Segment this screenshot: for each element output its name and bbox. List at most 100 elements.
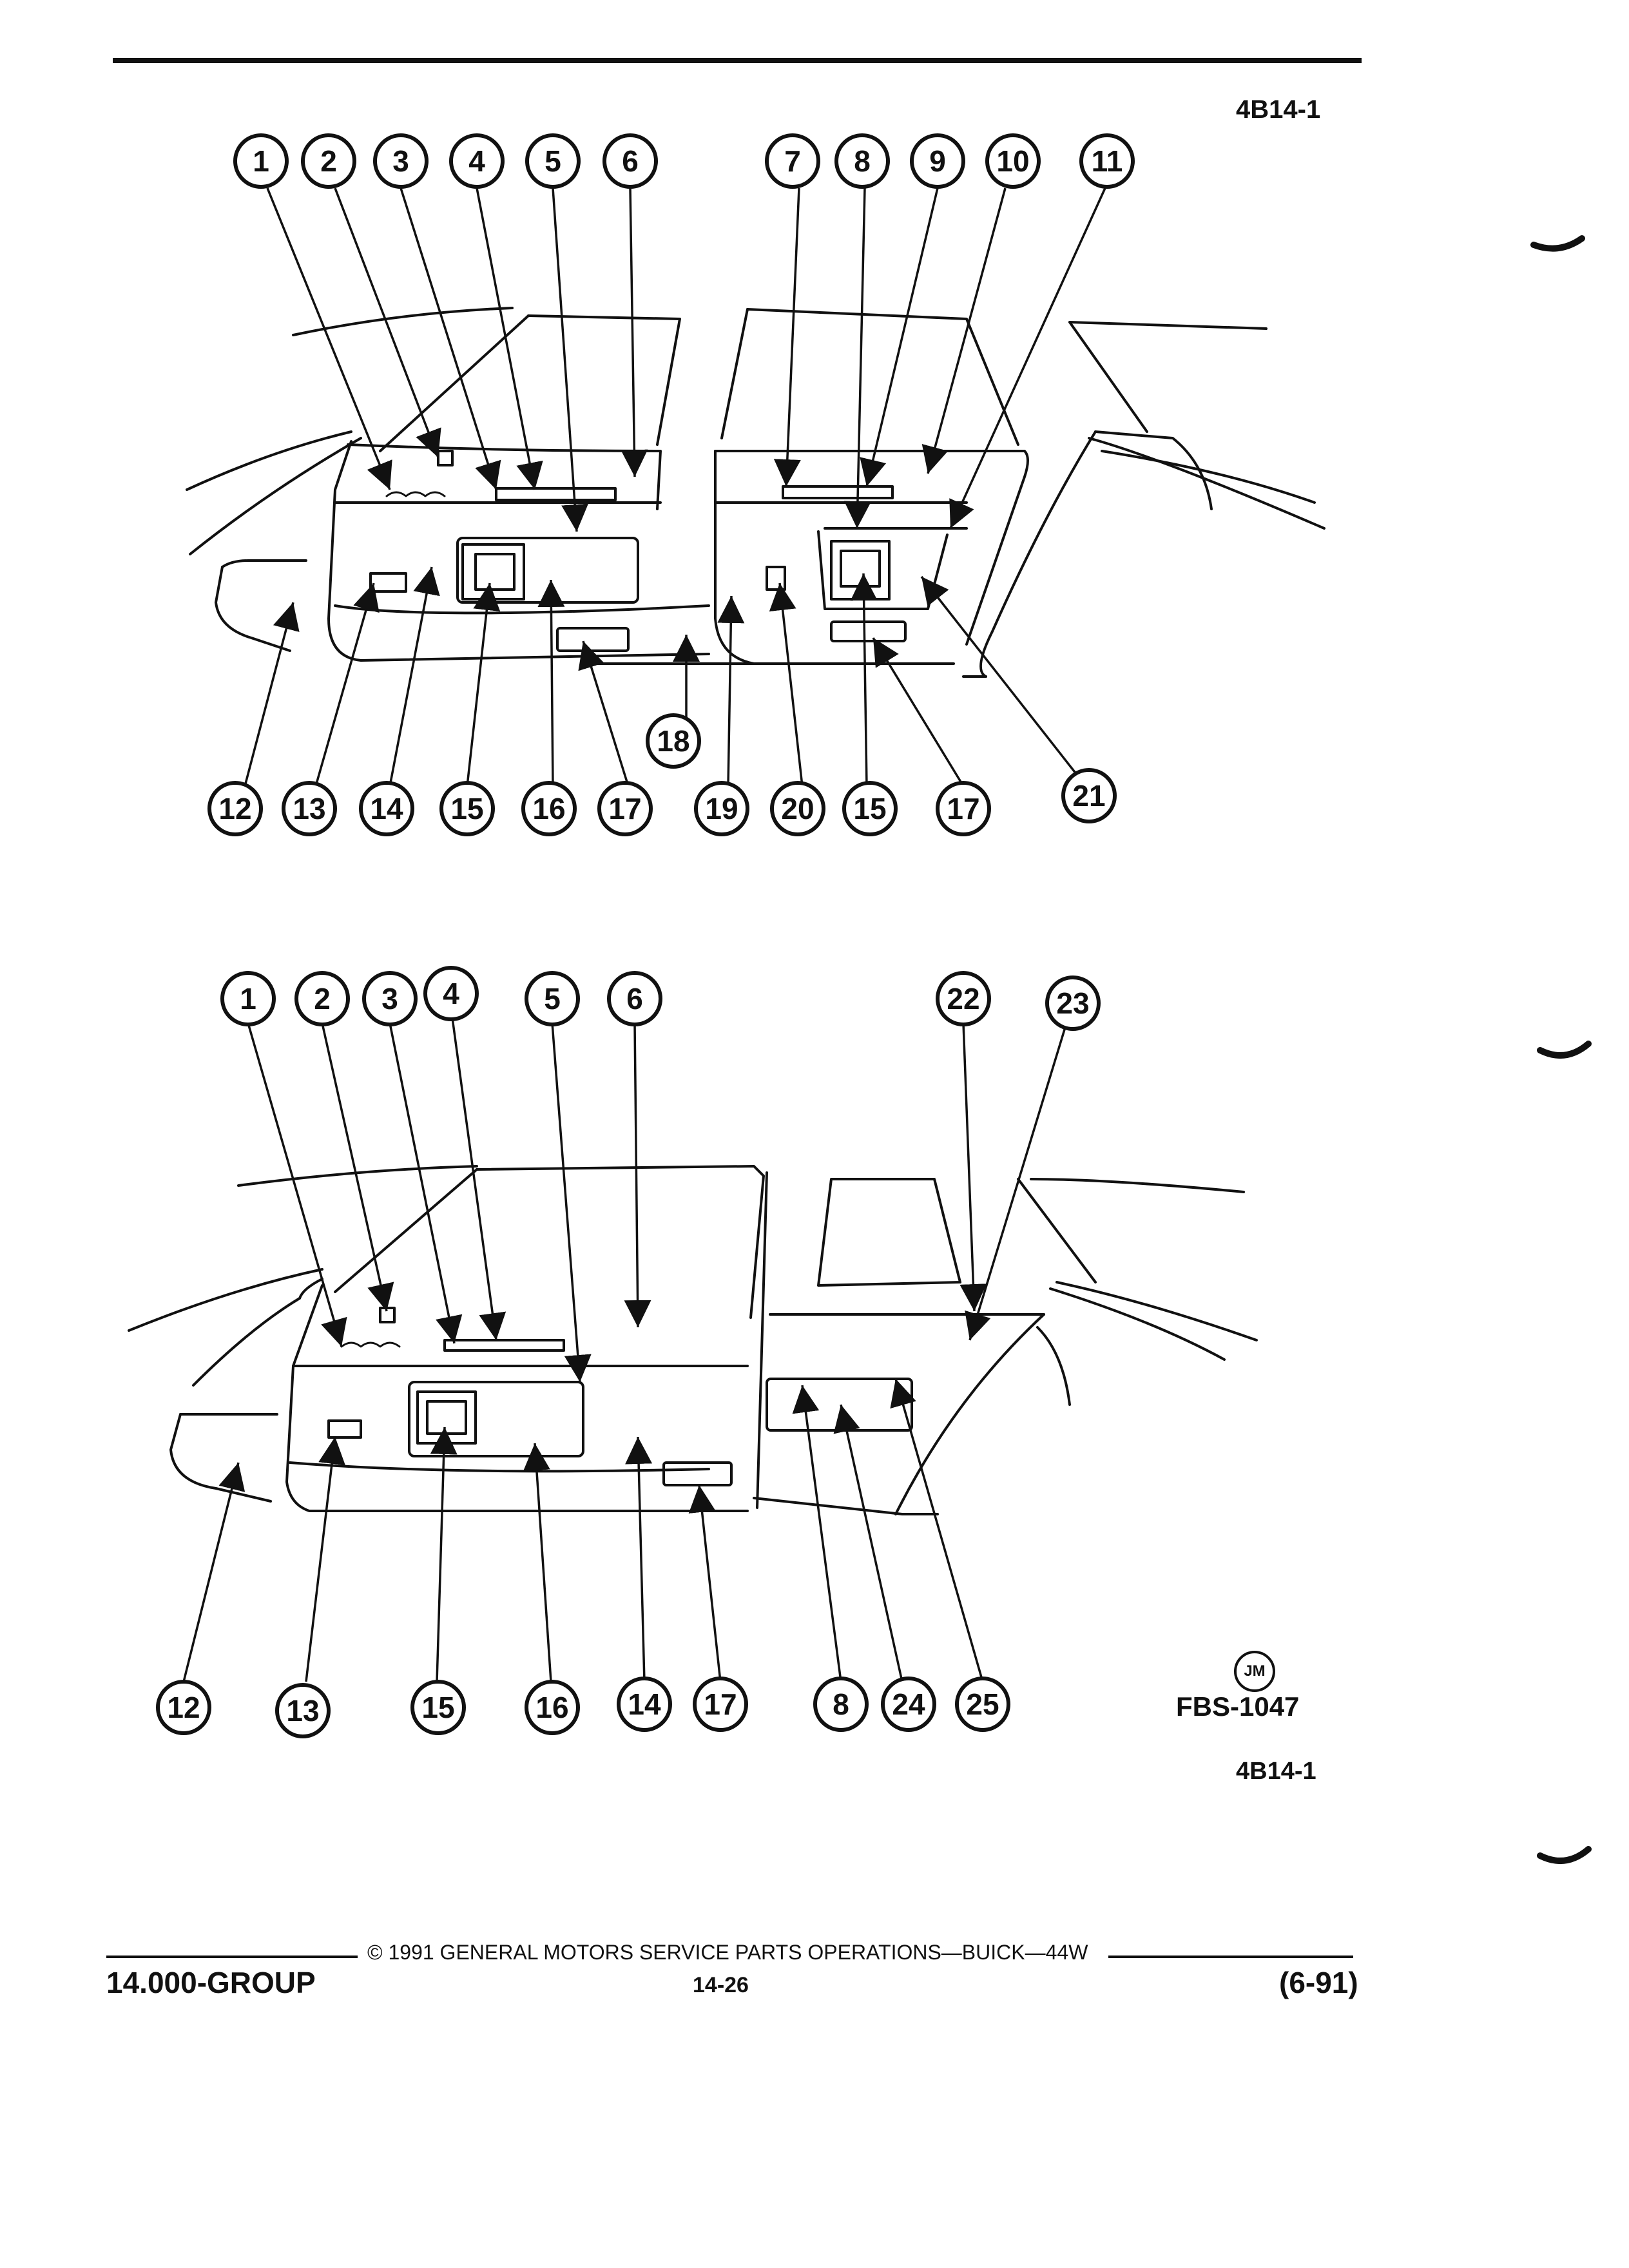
callout-number: 5 xyxy=(545,144,561,178)
callout-2: 2 xyxy=(301,133,356,189)
footer-date-code: (6-91) xyxy=(1279,1966,1358,1999)
footer-rule-right xyxy=(1108,1956,1353,1958)
callout-number: 13 xyxy=(286,1694,319,1727)
callout-number: 13 xyxy=(293,792,325,825)
callout-20: 20 xyxy=(770,781,825,836)
callout-number: 23 xyxy=(1056,986,1089,1020)
callout-number: 2 xyxy=(320,144,337,178)
callout-13: 13 xyxy=(275,1683,331,1738)
footer-copyright: © 1991 GENERAL MOTORS SERVICE PARTS OPER… xyxy=(367,1941,1088,1964)
callout-number: 2 xyxy=(314,982,331,1015)
callout-number: 8 xyxy=(854,144,871,178)
callout-number: 4 xyxy=(468,144,485,178)
callout-number: 6 xyxy=(626,982,643,1015)
callout-number: 9 xyxy=(929,144,946,178)
callout-10: 10 xyxy=(985,133,1041,189)
callout-number: 16 xyxy=(532,792,565,825)
top-rule xyxy=(113,58,1362,63)
callout-number: 17 xyxy=(704,1687,737,1721)
figure-code-bottom: 4B14-1 xyxy=(1236,1758,1316,1785)
callout-number: 16 xyxy=(535,1691,568,1724)
callout-15: 15 xyxy=(439,781,495,836)
callout-17: 17 xyxy=(693,1677,748,1732)
callout-number: 1 xyxy=(253,144,269,178)
callout-22: 22 xyxy=(936,971,991,1026)
figure-code-top: 4B14-1 xyxy=(1236,95,1321,124)
callout-21: 21 xyxy=(1061,768,1117,823)
callout-number: 5 xyxy=(544,982,561,1015)
callout-23: 23 xyxy=(1045,975,1101,1031)
callout-number: 4 xyxy=(443,977,459,1010)
callout-15: 15 xyxy=(410,1680,466,1735)
top-front-door-drawing xyxy=(186,307,755,665)
callout-number: 10 xyxy=(996,144,1029,178)
callout-number: 14 xyxy=(628,1687,661,1721)
callout-13: 13 xyxy=(282,781,337,836)
footer-group: 14.000-GROUP xyxy=(106,1966,316,1999)
callout-7: 7 xyxy=(765,133,820,189)
callout-number: 24 xyxy=(892,1687,925,1721)
callout-17: 17 xyxy=(597,781,653,836)
callout-18: 18 xyxy=(646,713,701,769)
callout-number: 12 xyxy=(167,1691,200,1724)
callout-number: 19 xyxy=(705,792,738,825)
callout-15: 15 xyxy=(842,781,898,836)
callout-number: 15 xyxy=(853,792,886,825)
callout-6: 6 xyxy=(607,971,662,1026)
callout-2: 2 xyxy=(294,971,350,1026)
callout-number: 20 xyxy=(781,792,814,825)
callout-number: 14 xyxy=(370,792,403,825)
callout-3: 3 xyxy=(373,133,429,189)
callout-number: 18 xyxy=(657,724,689,758)
callout-number: 15 xyxy=(421,1691,454,1724)
callout-4: 4 xyxy=(449,133,505,189)
callout-12: 12 xyxy=(156,1680,211,1735)
callout-number: 7 xyxy=(784,144,801,178)
callout-24: 24 xyxy=(881,1677,936,1732)
callout-number: 6 xyxy=(622,144,639,178)
callout-number: 8 xyxy=(833,1687,849,1721)
callout-number: 17 xyxy=(947,792,979,825)
bottom-door-drawing xyxy=(128,1165,1258,1515)
callout-number: 21 xyxy=(1072,779,1105,812)
callout-number: 17 xyxy=(608,792,641,825)
figure-number: FBS-1047 xyxy=(1176,1691,1300,1722)
callout-number: 22 xyxy=(947,982,979,1015)
callout-number: 3 xyxy=(381,982,398,1015)
callout-14: 14 xyxy=(617,1677,672,1732)
callout-14: 14 xyxy=(359,781,414,836)
callout-3: 3 xyxy=(362,971,418,1026)
top-rear-door-drawing xyxy=(714,308,1325,678)
callout-12: 12 xyxy=(207,781,263,836)
callout-number: 12 xyxy=(218,792,251,825)
callout-6: 6 xyxy=(602,133,658,189)
callout-16: 16 xyxy=(521,781,577,836)
callout-number: 1 xyxy=(240,982,256,1015)
callout-number: 11 xyxy=(1092,144,1123,178)
callout-5: 5 xyxy=(525,971,580,1026)
callout-5: 5 xyxy=(525,133,581,189)
callout-number: 15 xyxy=(450,792,483,825)
footer-rule-left xyxy=(106,1956,358,1958)
footer-page-number: 14-26 xyxy=(693,1973,749,1997)
artist-mark-text: JM xyxy=(1244,1662,1266,1680)
callout-1: 1 xyxy=(220,971,276,1026)
callout-8: 8 xyxy=(813,1677,869,1732)
callout-25: 25 xyxy=(955,1677,1010,1732)
callout-4: 4 xyxy=(423,966,479,1021)
callout-number: 3 xyxy=(392,144,409,178)
callout-11: 11 xyxy=(1079,133,1135,189)
callout-1: 1 xyxy=(233,133,289,189)
callout-9: 9 xyxy=(910,133,965,189)
callout-number: 25 xyxy=(966,1687,999,1721)
callout-17: 17 xyxy=(936,781,991,836)
callout-16: 16 xyxy=(525,1680,580,1735)
callout-8: 8 xyxy=(834,133,890,189)
callout-19: 19 xyxy=(694,781,749,836)
